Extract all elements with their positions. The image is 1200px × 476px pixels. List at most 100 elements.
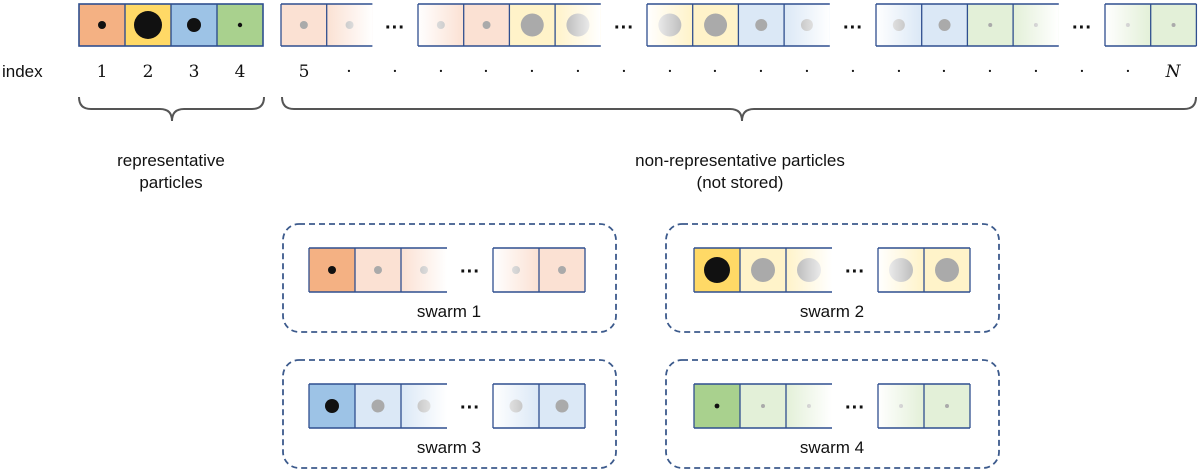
- non-representative-label-line2: (not stored): [697, 173, 784, 192]
- index-ellipsis-dot: ·: [621, 62, 626, 82]
- index-label: 3: [189, 62, 200, 82]
- particle-dot: [555, 399, 569, 413]
- swarm-dashed-border: [282, 223, 617, 333]
- representative-particle-cell: [171, 4, 217, 46]
- non-representative-cell: [463, 4, 510, 46]
- non-representative-cell: [647, 4, 693, 46]
- cell-fade: [493, 248, 539, 292]
- non-representative-cell: [967, 4, 1014, 46]
- index-ellipsis-dot: ·: [483, 62, 488, 82]
- swarm-label: swarm 3: [417, 438, 481, 457]
- particle-dot: [237, 22, 243, 28]
- cell-fade: [786, 384, 832, 428]
- particle-dot: [935, 258, 959, 282]
- non-representative-cell: [876, 4, 922, 46]
- swarm-member-cell: [493, 248, 539, 292]
- swarm-member-cell: [493, 384, 539, 428]
- index-ellipsis-dot: ·: [712, 62, 717, 82]
- non-representative-cell: [555, 4, 601, 46]
- particle-dot: [755, 19, 768, 31]
- representative-particle-cell: [125, 4, 171, 46]
- representative-brace: [78, 96, 265, 122]
- ellipsis: ···: [845, 397, 865, 419]
- swarm-representative-cell: [309, 248, 355, 292]
- ellipsis: ···: [385, 17, 405, 39]
- swarm-label: swarm 4: [800, 438, 864, 457]
- swarm-member-cell: [924, 384, 970, 428]
- particle-dot: [704, 13, 728, 37]
- index-ellipsis-dot: ·: [850, 62, 855, 82]
- ellipsis: ···: [845, 261, 865, 283]
- swarm-1-box: ··· swarm 1: [282, 223, 617, 333]
- swarm-member-cell: [539, 384, 585, 428]
- particle-dot: [299, 21, 308, 29]
- index-ellipsis-dot: ·: [392, 62, 397, 82]
- cell-fade: [555, 4, 601, 46]
- particle-dot: [704, 257, 730, 283]
- non-representative-label-line1: non-representative particles: [635, 151, 845, 170]
- index-label: 2: [143, 62, 154, 82]
- particle-dot: [371, 399, 385, 413]
- non-representative-cell: [418, 4, 464, 46]
- particle-array-row: ············: [78, 3, 1198, 47]
- cell-fade: [401, 384, 447, 428]
- cell-fade: [493, 384, 539, 428]
- swarm-member-cell: [924, 248, 970, 292]
- non-representative-cell: [1013, 4, 1059, 46]
- cell-fade: [1013, 4, 1059, 46]
- particle-dot: [558, 266, 566, 274]
- swarm-member-cell: [539, 248, 585, 292]
- swarm-2-box: ··· swarm 2: [665, 223, 1000, 333]
- ellipsis: ···: [843, 17, 863, 39]
- non-representative-cell: [738, 4, 785, 46]
- representative-label-line2: particles: [139, 173, 202, 192]
- swarm-representative-cell: [694, 248, 740, 292]
- particle-dot: [714, 403, 720, 409]
- non-representative-cell: [509, 4, 556, 46]
- index-ellipsis-dot: ·: [529, 62, 534, 82]
- particle-dot: [325, 399, 339, 413]
- particle-dot: [134, 11, 162, 39]
- particle-dot: [328, 266, 336, 274]
- cell-fade: [1105, 4, 1151, 46]
- particle-dot: [187, 18, 201, 32]
- index-ellipsis-dot: ·: [896, 62, 901, 82]
- index-ellipsis-dot: ·: [575, 62, 580, 82]
- swarm-representative-cell: [309, 384, 355, 428]
- index-label: 1: [97, 62, 108, 82]
- swarm-dashed-border: [665, 223, 1000, 333]
- ellipsis: ···: [460, 261, 480, 283]
- non-representative-cell: [281, 4, 327, 46]
- swarm-member-cell: [786, 384, 832, 428]
- index-ellipsis-dot: ·: [804, 62, 809, 82]
- cell-fade: [418, 4, 464, 46]
- cell-fade: [878, 384, 924, 428]
- non-representative-cell: [784, 4, 830, 46]
- swarm-dashed-border: [665, 359, 1000, 469]
- swarm-member-cell: [355, 248, 401, 292]
- particle-dot: [988, 23, 993, 27]
- particle-dot: [945, 404, 949, 408]
- index-label: 4: [235, 62, 246, 82]
- index-ellipsis-dot: ·: [941, 62, 946, 82]
- non-representative-cell: [692, 4, 739, 46]
- swarm-label: swarm 2: [800, 302, 864, 321]
- particle-dot: [98, 21, 106, 29]
- representative-label-line1: representative: [117, 151, 225, 170]
- swarm-member-cell: [878, 384, 924, 428]
- representative-particle-cell: [79, 4, 125, 46]
- index-ellipsis-dot: ·: [1033, 62, 1038, 82]
- swarm-member-cell: [740, 248, 786, 292]
- swarm-member-cell: [878, 248, 924, 292]
- ellipsis: ···: [1072, 17, 1092, 39]
- index-row-label: index: [2, 62, 43, 81]
- index-ellipsis-dot: ·: [1079, 62, 1084, 82]
- swarm-label: swarm 1: [417, 302, 481, 321]
- swarm-3-box: ···swarm 3: [282, 359, 617, 469]
- index-label: 5: [299, 62, 310, 82]
- swarm-boxes: ··· swarm 1 ··· swarm 2 ···swarm 3 ··· swarm 4: [282, 223, 1000, 469]
- cell-fade: [401, 248, 447, 292]
- swarm-dashed-border: [282, 359, 617, 469]
